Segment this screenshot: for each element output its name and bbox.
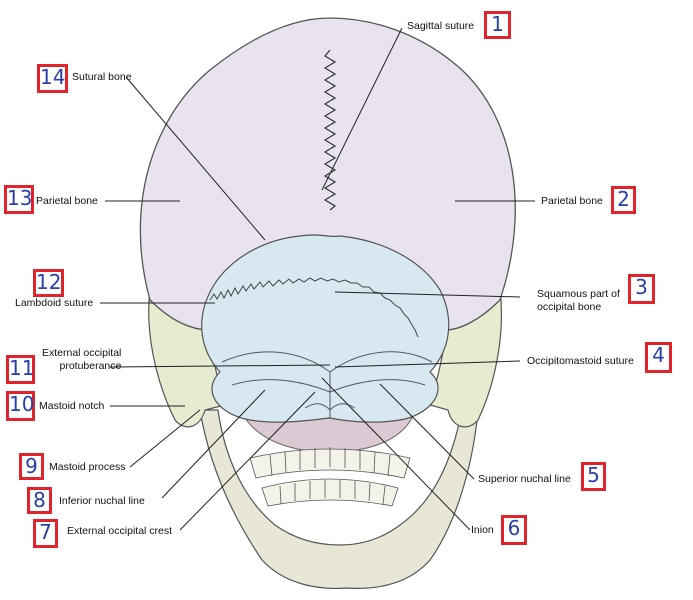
badge-13: 13 [4,185,34,214]
badge-14: 14 [37,64,68,93]
teeth-lines [269,447,391,505]
badge-12: 12 [33,269,64,297]
label-mastoid-notch: Mastoid notch [39,400,105,412]
badge-9: 9 [19,453,44,480]
lambdoid-suture [209,277,419,338]
label-external-occipital-protuberance: External occipital protuberance [42,347,122,372]
badge-11: 11 [6,355,35,384]
label-superior-nuchal-line: Superior nuchal line [478,473,571,485]
label-parietal-bone-left: Parietal bone [36,195,98,207]
label-parietal-bone-right: Parietal bone [541,195,603,207]
badge-6: 6 [501,515,527,545]
label-inferior-nuchal-line: Inferior nuchal line [59,495,145,507]
badge-10: 10 [6,391,35,421]
label-sagittal-suture: Sagittal suture [407,20,475,32]
occipital-squama [201,234,450,423]
badge-8: 8 [27,487,52,514]
badge-7: 7 [33,519,58,548]
badge-3: 3 [628,274,655,304]
badge-4: 4 [645,342,672,373]
badge-2: 2 [611,186,636,214]
label-external-occipital-crest: External occipital crest [67,525,173,537]
label-occipitomastoid-suture: Occipitomastoid suture [527,355,634,367]
nuchal-lines [221,351,433,418]
leader-lines [100,27,535,531]
label-lambdoid-suture: Lambdoid suture [15,297,94,309]
label-inion: Inion [471,524,494,536]
badge-5: 5 [581,462,606,491]
badge-1: 1 [484,11,511,39]
label-sutural-bone: Sutural bone [72,71,132,83]
sagittal-suture [323,49,337,211]
label-mastoid-process: Mastoid process [49,461,126,473]
label-squamous-occipital: Squamous part of occipital bone [537,288,620,313]
